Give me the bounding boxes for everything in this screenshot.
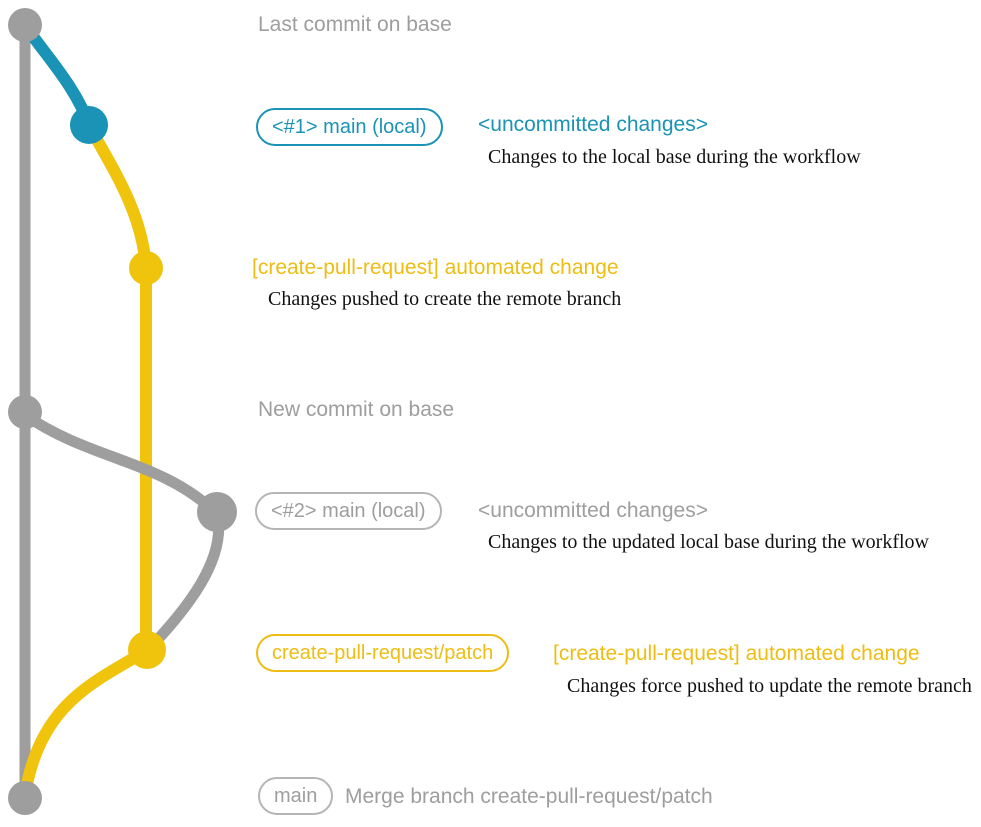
- branch-label-main: main: [258, 777, 334, 815]
- note-new-commit-on-base: New commit on base: [258, 398, 455, 421]
- commit-dot-new-base: [8, 395, 42, 429]
- commit-message-automated-2: [create-pull-request] automated change: [553, 642, 920, 665]
- branch-label-main-local-2-text: <#2> main (local): [271, 499, 426, 522]
- commit-dot-last-base: [8, 8, 42, 42]
- description-automated-1: Changes pushed to create the remote bran…: [268, 288, 622, 310]
- branch-label-main-local-1: <#1> main (local): [256, 108, 443, 146]
- patch-branch-line: [84, 121, 152, 656]
- commit-message-uncommitted-1: <uncommitted changes>: [478, 113, 708, 136]
- branch-label-main-local-1-text: <#1> main (local): [272, 115, 427, 138]
- description-local-changes-1: Changes to the local base during the wor…: [488, 146, 861, 168]
- branch-label-main-local-2: <#2> main (local): [255, 492, 442, 530]
- rebase-edge: [19, 409, 221, 518]
- commit-dot-patch-1: [129, 251, 163, 285]
- commit-message-merge: Merge branch create-pull-request/patch: [345, 785, 713, 808]
- commit-message-automated-1: [create-pull-request] automated change: [252, 256, 619, 279]
- branch-label-create-pull-request-patch-text: create-pull-request/patch: [272, 641, 494, 664]
- note-last-commit-on-base: Last commit on base: [258, 13, 452, 36]
- branch-label-create-pull-request-patch: create-pull-request/patch: [256, 634, 510, 672]
- commit-dot-merge: [8, 781, 42, 815]
- merge-edge: [19, 644, 153, 801]
- description-local-changes-2: Changes to the updated local base during…: [488, 531, 929, 553]
- commit-dot-patch-2: [128, 631, 166, 669]
- branch-label-main-text: main: [274, 784, 318, 807]
- commit-message-uncommitted-2: <uncommitted changes>: [478, 499, 708, 522]
- local-changes-edge-2: [144, 506, 225, 654]
- commit-dot-local-1: [70, 106, 108, 144]
- description-automated-2: Changes force pushed to update the remot…: [567, 675, 972, 697]
- commit-dot-local-2: [197, 492, 237, 532]
